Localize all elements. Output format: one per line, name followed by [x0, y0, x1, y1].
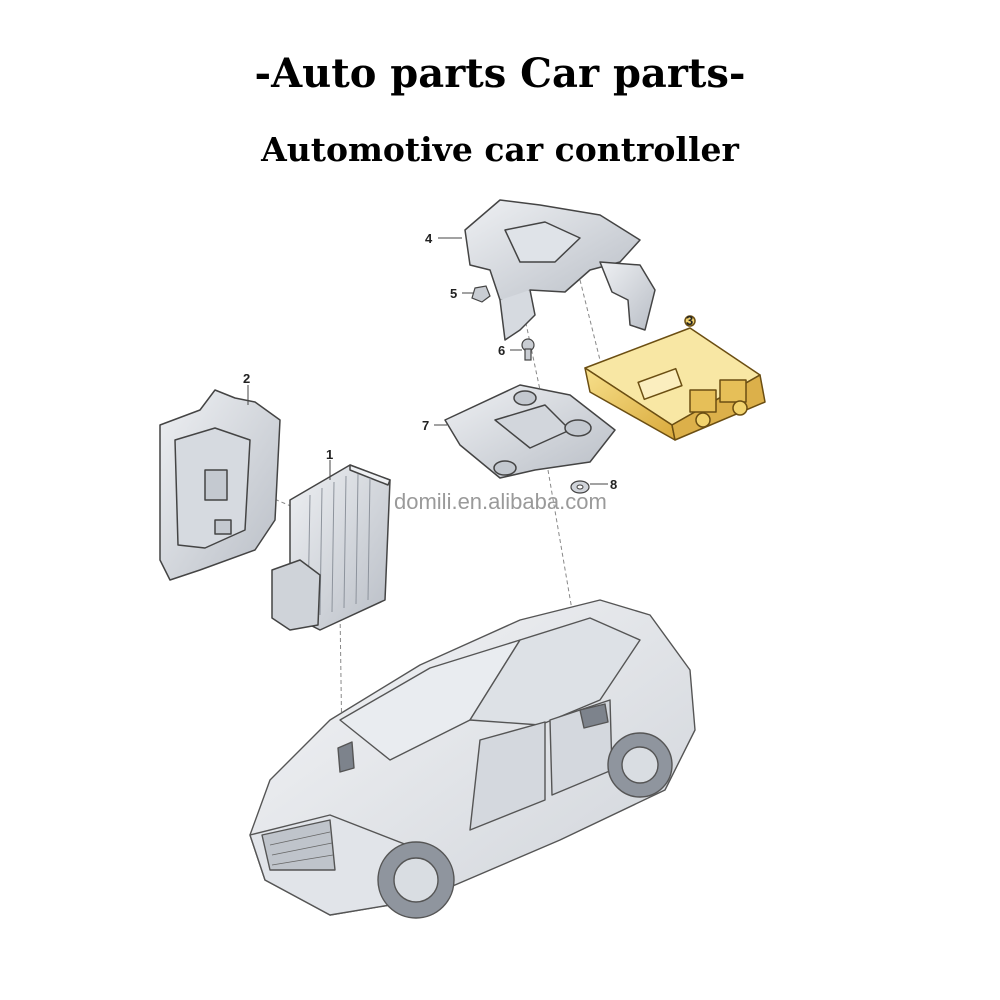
callout-3: 3	[686, 313, 693, 328]
watermark: domili.en.alibaba.com	[394, 489, 607, 514]
callout-7: 7	[422, 418, 429, 433]
page-title: -Auto parts Car parts-	[254, 50, 746, 97]
bolt-part-6	[521, 338, 535, 361]
callout-2: 2	[243, 371, 250, 386]
car-illustration	[249, 599, 696, 919]
base-plate-part-7	[444, 384, 616, 479]
callout-1: 1	[326, 447, 333, 462]
callout-8: 8	[610, 477, 617, 492]
ecu-part-1	[271, 464, 391, 631]
callout-6: 6	[498, 343, 505, 358]
bracket-part-2	[159, 389, 281, 581]
washer-part-8	[570, 480, 590, 494]
callout-4: 4	[425, 231, 433, 246]
bracket-part-4	[464, 199, 656, 341]
nut-part-5	[471, 285, 491, 303]
callout-5: 5	[450, 286, 457, 301]
callout-leaders	[247, 237, 608, 485]
controller-part-3	[584, 315, 766, 441]
page-subtitle: Automotive car controller	[261, 130, 739, 169]
